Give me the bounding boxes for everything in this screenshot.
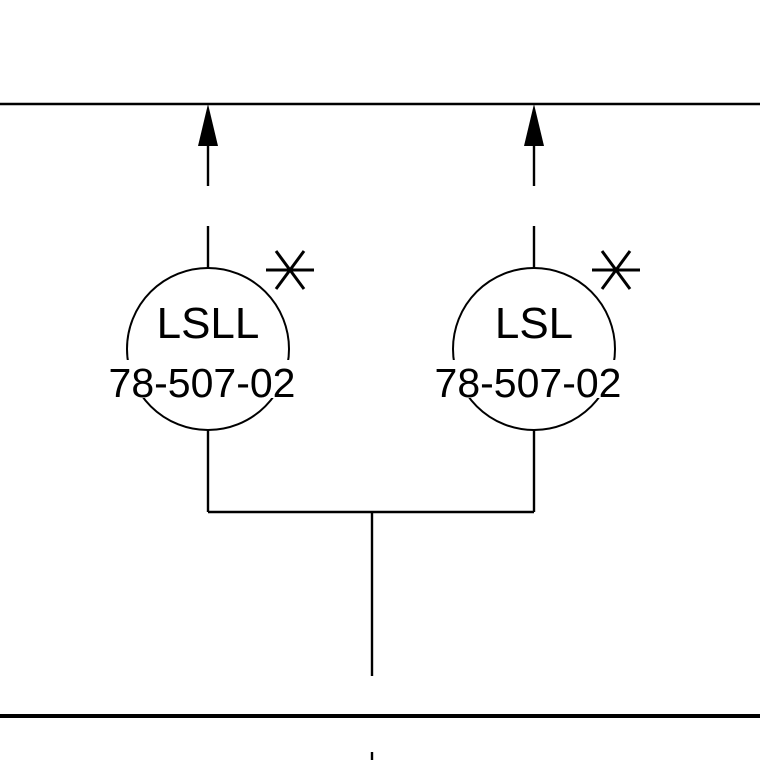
instrument-tag-left: LSLL <box>157 299 260 348</box>
instrument-tag-right: LSL <box>495 299 573 348</box>
asterisk-marker-right <box>592 250 640 290</box>
asterisk-marker-left <box>266 250 314 290</box>
number-mask-right <box>426 360 640 398</box>
number-mask-left <box>100 360 314 398</box>
instrument-number-right: 78-507-02 <box>435 360 622 406</box>
instrument-right: LSL 78-507-02 <box>426 104 640 512</box>
instrument-number-left: 78-507-02 <box>109 360 296 406</box>
arrowhead-left <box>198 104 218 146</box>
instrument-left: LSLL 78-507-02 <box>100 104 314 512</box>
arrowhead-right <box>524 104 544 146</box>
